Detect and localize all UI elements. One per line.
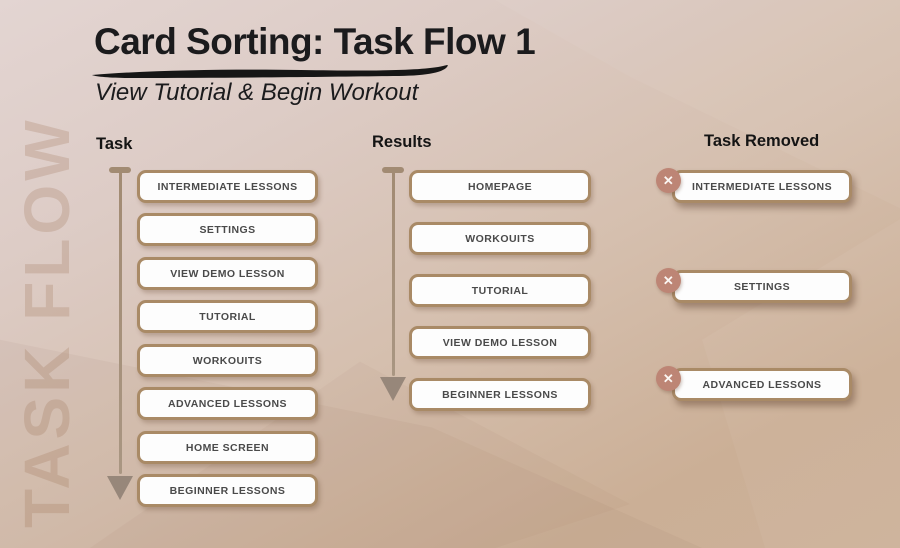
results-card: HOMEPAGE [409,170,591,203]
results-card: TUTORIAL [409,274,591,307]
task-card: WORKOUITS [137,344,318,377]
brush-underline [92,65,448,78]
task-card: INTERMEDIATE LESSONS [137,170,318,203]
arrow-cap [109,167,131,173]
remove-x-icon: ✕ [656,268,681,293]
task-card: VIEW DEMO LESSON [137,257,318,290]
arrow-line [392,171,395,376]
task-flow-watermark: Task Flow [11,116,83,528]
remove-x-icon: ✕ [656,168,681,193]
task-card: BEGINNER LESSONS [137,474,318,507]
arrow-head-icon [380,377,406,401]
page-subtitle: View Tutorial & Begin Workout [95,79,419,106]
column-header-results: Results [372,133,432,151]
column-header-task: Task [96,135,133,153]
arrow-line [119,171,122,474]
task-card: SETTINGS [137,213,318,246]
task-card: HOME SCREEN [137,431,318,464]
task-card: TUTORIAL [137,300,318,333]
arrow-cap [382,167,404,173]
results-card: VIEW DEMO LESSON [409,326,591,359]
page-title: Card Sorting: Task Flow 1 [94,21,536,62]
remove-x-icon: ✕ [656,366,681,391]
removed-card-label: INTERMEDIATE LESSONS [691,180,833,193]
removed-card-label: ADVANCED LESSONS [702,378,822,391]
arrow-head-icon [107,476,133,500]
removed-card: ADVANCED LESSONS ✕ [656,366,852,401]
results-card: BEGINNER LESSONS [409,378,591,411]
column-header-task-removed: Task Removed [704,132,820,150]
removed-card: INTERMEDIATE LESSONS ✕ [656,168,852,203]
removed-card-label: SETTINGS [733,280,791,293]
task-card: ADVANCED LESSONS [137,387,318,420]
removed-card: SETTINGS ✕ [656,268,852,303]
results-card: WORKOUITS [409,222,591,255]
